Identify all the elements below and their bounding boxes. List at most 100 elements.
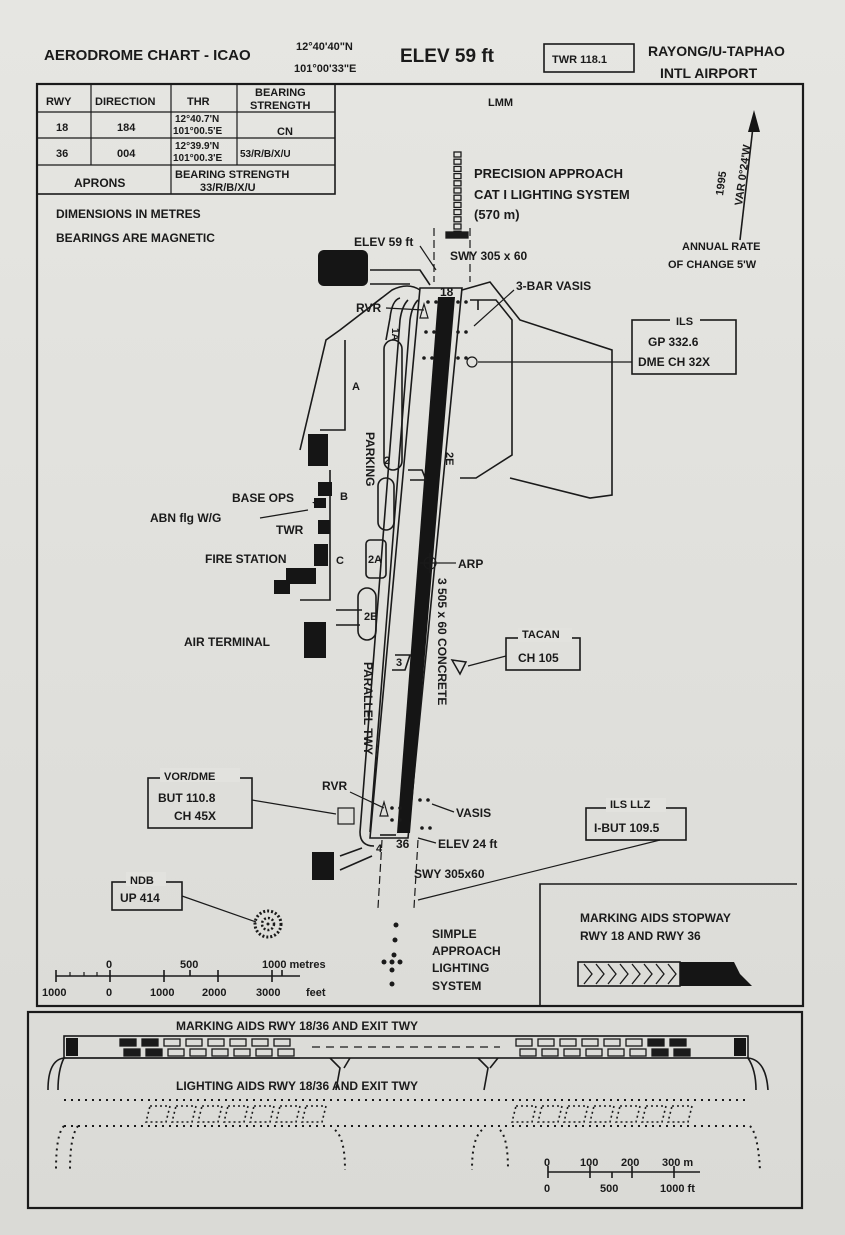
- approach-light: [453, 180, 462, 187]
- table-rwy-18: 18: [56, 122, 68, 134]
- approach-light: [453, 194, 462, 201]
- stopway-chevron: [583, 963, 593, 985]
- building-base-ops: [318, 482, 332, 496]
- simple-approach-line1: SIMPLE: [432, 927, 477, 941]
- runway-marking: [123, 1048, 141, 1057]
- runway-light: [456, 300, 460, 304]
- runway-light: [426, 300, 430, 304]
- runway-marking: [189, 1048, 207, 1057]
- lighting-marking: [196, 1105, 224, 1123]
- table-rwy-36: 36: [56, 148, 68, 160]
- twr-label: TWR: [276, 523, 304, 537]
- approach-light: [453, 201, 462, 209]
- annual-rate-line2: OF CHANGE 5'W: [668, 259, 757, 271]
- marking-aids-title: MARKING AIDS RWY 18/36 AND EXIT TWY: [176, 1019, 418, 1033]
- vor-dme-icon: [337, 807, 355, 825]
- twy-2-label: 2: [384, 455, 390, 467]
- three-bar-vasis-label: 3-BAR VASIS: [516, 279, 591, 293]
- table-header-bearing: BEARING: [255, 87, 306, 99]
- twy-2e-label: 2E: [443, 452, 455, 465]
- base-ops-label: BASE OPS: [232, 491, 294, 505]
- runway-light: [464, 330, 468, 334]
- runway-light: [428, 826, 432, 830]
- scale-f-3000: 3000: [256, 987, 280, 999]
- runway-light: [420, 826, 424, 830]
- runway-marking: [625, 1038, 643, 1047]
- north-arrow-icon: [748, 110, 760, 132]
- simple-approach-line3: LIGHTING: [432, 961, 489, 975]
- lighting-marking: [666, 1105, 694, 1123]
- scale-m-0: 0: [106, 959, 112, 971]
- twr-frequency: TWR 118.1: [552, 54, 607, 66]
- table-aprons-label: APRONS: [74, 176, 125, 190]
- tacan-channel: CH 105: [518, 651, 559, 665]
- runway-marking: [141, 1038, 159, 1047]
- approach-crossbar: [445, 231, 469, 239]
- variation-year: 1995: [714, 171, 729, 197]
- twy-4-label: 4: [376, 843, 383, 855]
- runway-light: [434, 300, 438, 304]
- runway-marking: [273, 1038, 291, 1047]
- bottom-scale-bar: 0 100 200 300 m 0 500 1000 ft: [544, 1157, 700, 1195]
- approach-light: [453, 165, 462, 173]
- arp-label: ARP: [458, 557, 483, 571]
- bottom-scale-100: 100: [580, 1157, 598, 1169]
- lighting-marking: [248, 1105, 276, 1123]
- header-elevation: ELEV 59 ft: [400, 46, 495, 67]
- lighting-aids-title: LIGHTING AIDS RWY 18/36 AND EXIT TWY: [176, 1079, 418, 1093]
- scale-m-1000: 1000 metres: [262, 959, 326, 971]
- stopway-legend-line2: RWY 18 AND RWY 36: [580, 929, 701, 943]
- ndb-box: NDB UP 414: [111, 872, 283, 939]
- lighting-marking: [536, 1105, 564, 1123]
- bottom-scale-200: 200: [621, 1157, 639, 1169]
- approach-light: [453, 151, 462, 158]
- runway-light: [398, 806, 402, 810]
- approach-light: [453, 158, 462, 165]
- approach-light: [453, 187, 462, 194]
- lighting-marking: [510, 1105, 538, 1123]
- runway-marking: [559, 1038, 577, 1047]
- runway-table: RWY DIRECTION THR BEARING STRENGTH 18 18…: [36, 83, 336, 195]
- runway-marking: [673, 1048, 691, 1057]
- runway-marking: [581, 1038, 599, 1047]
- twy-2b-label: 2B: [364, 611, 378, 623]
- vor-dme-box: VOR/DME BUT 110.8 CH 45X: [147, 768, 355, 829]
- ils-llz-title: ILS LLZ: [610, 799, 651, 811]
- parking-label: PARKING: [363, 432, 377, 486]
- building-fire-station: [286, 568, 316, 584]
- stopway-chevron: [667, 963, 677, 985]
- lighting-marking: [300, 1105, 328, 1123]
- runway-light: [398, 818, 402, 822]
- building-a: [308, 434, 328, 466]
- runway-lights: [390, 300, 468, 830]
- twy-a-label: A: [352, 381, 360, 393]
- table-dir-18: 184: [117, 122, 136, 134]
- runway-marking: [541, 1048, 559, 1057]
- magnetic-variation: VAR 0°24'W 1995 ANNUAL RATE OF CHANGE 5'…: [668, 110, 760, 271]
- lighting-marking: [640, 1105, 668, 1123]
- ils-llz-box: ILS LLZ I-BUT 109.5: [417, 798, 687, 901]
- runway-marking: [603, 1038, 621, 1047]
- annual-rate-line1: ANNUAL RATE: [682, 241, 760, 253]
- precision-approach-line2: CAT I LIGHTING SYSTEM: [474, 187, 630, 202]
- building-twr: [318, 520, 330, 534]
- airfield: [299, 228, 613, 909]
- scale-f-2000: 2000: [202, 987, 226, 999]
- elevation-north-label: ELEV 59 ft: [354, 235, 413, 249]
- runway-light: [390, 806, 394, 810]
- table-header-rwy: RWY: [46, 96, 72, 108]
- stopway-chevron: [619, 963, 629, 985]
- runway-marking: [647, 1038, 665, 1047]
- approach-light: [453, 223, 462, 230]
- table-dir-36: 004: [117, 148, 136, 160]
- building-c: [314, 544, 328, 566]
- runway-marking: [629, 1048, 647, 1057]
- lighting-marking: [170, 1105, 198, 1123]
- note-dimensions: DIMENSIONS IN METRES: [56, 207, 201, 221]
- bottom-scale-0: 0: [544, 1157, 550, 1169]
- tacan-icon: [450, 659, 468, 676]
- building-fire-station-2: [274, 580, 290, 594]
- runway-marking: [585, 1048, 603, 1057]
- stopway-chevron: [595, 963, 605, 985]
